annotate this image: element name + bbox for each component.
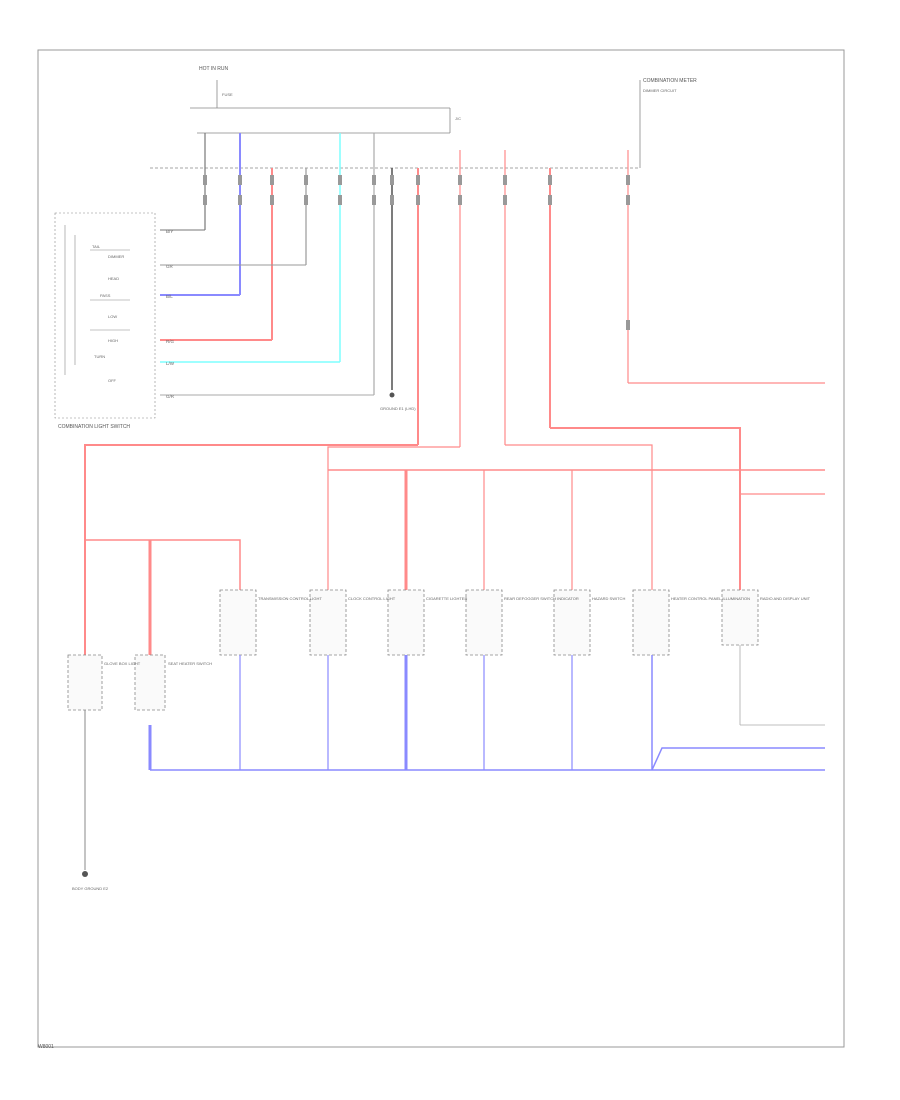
page-id: W8001 bbox=[38, 1044, 54, 1050]
wire-code-gray: GR bbox=[166, 264, 174, 269]
blue-ground-bus bbox=[148, 655, 825, 771]
wire-code-dark: B/Y bbox=[166, 229, 173, 234]
hot-in-run-label: HOT IN RUN bbox=[199, 66, 228, 72]
ground-center-label: GROUND E1 (LHD) bbox=[380, 406, 416, 411]
component-clock-control-light: CLOCK CONTROL LIGHT bbox=[348, 596, 396, 601]
connector-top-label: J/C bbox=[455, 116, 461, 121]
diagram-frame bbox=[37, 49, 845, 1048]
switch-item-tail: TAIL bbox=[92, 244, 101, 249]
component-transmission-control-light: TRANSMISSION CONTROL LIGHT bbox=[258, 596, 322, 601]
component-hazard-switch: HAZARD SWITCH bbox=[592, 596, 625, 601]
ground-bottom bbox=[82, 710, 88, 877]
switch-item-dimmer: DIMMER bbox=[108, 254, 124, 259]
connector-marks bbox=[203, 175, 630, 330]
switch-block bbox=[54, 212, 156, 419]
switch-wires bbox=[160, 229, 374, 396]
component-heater-control-panel: HEATER CONTROL PANEL ILLUMINATION bbox=[671, 596, 750, 601]
switch-item-off: OFF bbox=[108, 378, 117, 383]
component-rear-defogger-switch: REAR DEFOGGER SWITCH INDICATOR bbox=[504, 596, 579, 601]
combination-meter-label: COMBINATION METER bbox=[643, 78, 697, 84]
component-glove-box-light: GLOVE BOX LIGHT bbox=[104, 661, 141, 666]
switch-item-pass: PASS bbox=[100, 293, 111, 298]
ground-center bbox=[389, 392, 395, 398]
switch-item-turn: TURN bbox=[94, 354, 105, 359]
wire-code-red: R/G bbox=[166, 339, 175, 344]
ground-bottom-label: BODY GROUND E2 bbox=[72, 886, 109, 891]
component-cigarette-lighter: CIGARETTE LIGHTER bbox=[426, 596, 467, 601]
red-distribution bbox=[84, 382, 825, 700]
switch-block-title: COMBINATION LIGHT SWITCH bbox=[58, 424, 130, 430]
wire-code-cyan: L/W bbox=[166, 361, 175, 366]
component-radio-display-unit: RADIO AND DISPLAY UNIT bbox=[760, 596, 811, 601]
switch-item-high: HIGH bbox=[108, 338, 118, 343]
component-seat-heater-switch: SEAT HEATER SWITCH bbox=[168, 661, 212, 666]
component-boxes bbox=[67, 589, 759, 711]
wire-code-green: G/R bbox=[166, 394, 175, 399]
switch-item-head: HEAD bbox=[108, 276, 119, 281]
dimmer-label: DIMMER CIRCUIT bbox=[643, 88, 677, 93]
wire-code-blue: B/L bbox=[166, 294, 173, 299]
switch-item-low: LOW bbox=[108, 314, 117, 319]
fuse-label: FUSE bbox=[222, 92, 233, 97]
